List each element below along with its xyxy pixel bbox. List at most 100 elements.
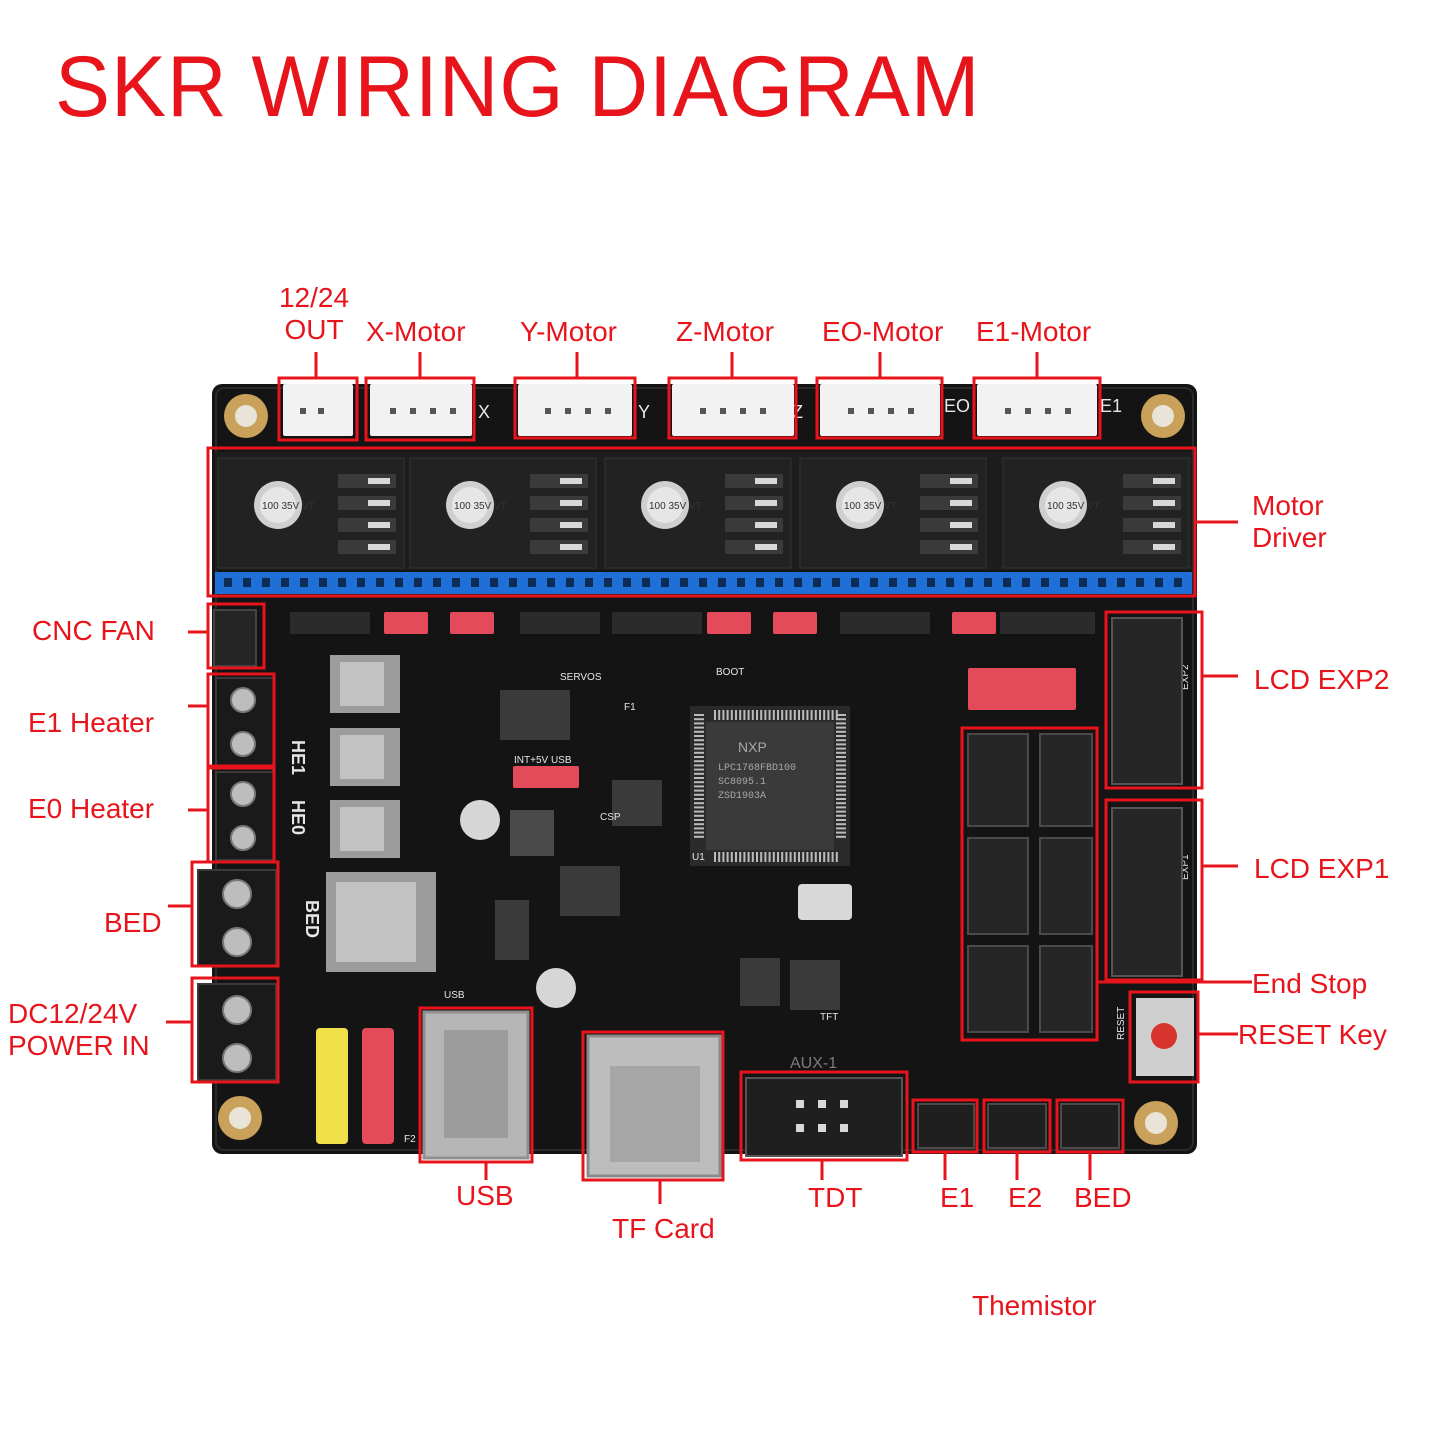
silk-aux: AUX-1 <box>790 1055 837 1072</box>
label-therm-e2: E2 <box>1008 1182 1043 1213</box>
jumper <box>513 766 579 788</box>
label-tdt: TDT <box>808 1182 863 1213</box>
stepper-driver-module: 100 35V VT <box>1002 457 1190 569</box>
silk-he0: HE0 <box>288 800 308 835</box>
silk-f1: F1 <box>624 702 636 713</box>
label-out-12-24-line1: 12/24 <box>278 282 350 313</box>
label-e0-heater: E0 Heater <box>28 793 155 824</box>
label-tf-card: TF Card <box>612 1213 715 1244</box>
label-e1-motor: E1-Motor <box>976 316 1092 347</box>
silk-bed: BED <box>302 900 322 938</box>
fuse-yellow <box>316 1028 348 1144</box>
label-usb: USB <box>456 1180 514 1211</box>
y-motor-connector <box>518 384 632 436</box>
fuse-red <box>362 1028 394 1144</box>
motor-driver-modules: 100 35V VT 100 35V VT 100 35V VT 100 35V VT… <box>215 452 1192 594</box>
label-z-motor: Z-Motor <box>676 316 774 347</box>
mounting-hole-icon <box>1134 1101 1178 1145</box>
silk-boot: BOOT <box>716 667 744 678</box>
label-power-in: DC12/24V POWER IN <box>8 998 150 1062</box>
cnc-fan-connector <box>213 609 257 667</box>
stepper-driver-module: 100 35V VT <box>604 457 792 569</box>
label-power-in-line1: DC12/24V <box>8 998 138 1029</box>
silk-he1: HE1 <box>288 740 308 775</box>
stepper-driver-module: 100 35V VT <box>409 457 597 569</box>
x-motor-connector <box>370 384 472 436</box>
diagram-title: SKR WIRING DIAGRAM <box>55 39 981 135</box>
highlight-cnc-fan <box>206 602 266 670</box>
silk-int-usb: INT+5V USB <box>514 755 572 766</box>
screw-terminals <box>197 677 277 1081</box>
thermistor-bed-connector <box>1060 1103 1120 1149</box>
label-y-motor: Y-Motor <box>520 316 618 347</box>
z-motor-connector <box>672 384 794 436</box>
highlight-bed <box>190 860 280 968</box>
jumper <box>952 612 996 634</box>
mcu-line3: ZSD1903A <box>718 791 766 802</box>
label-power-in-line2: POWER IN <box>8 1030 150 1062</box>
silk-y: Y <box>638 402 650 422</box>
silk-exp1: EXP1 <box>1180 854 1191 880</box>
thermistor-e2-connector <box>987 1103 1047 1149</box>
label-cnc-fan: CNC FAN <box>32 615 155 646</box>
label-motor-driver-line1: Motor <box>1252 490 1324 521</box>
highlight-usb <box>418 1006 534 1164</box>
jumper <box>450 612 494 634</box>
label-lcd-exp1: LCD EXP1 <box>1254 853 1390 884</box>
capacitor-label: 100 35V VT <box>844 501 897 512</box>
highlight-tf-card <box>581 1030 725 1182</box>
silk-exp2: EXP2 <box>1180 664 1191 690</box>
mounting-hole-icon <box>218 1096 262 1140</box>
silk-f2: F2 <box>404 1134 416 1145</box>
capacitor-label: 100 35V VT <box>1047 501 1100 512</box>
reset-button-icon <box>1136 998 1194 1076</box>
label-therm-bed: BED <box>1074 1182 1132 1213</box>
silk-x: X <box>478 402 490 422</box>
mounting-hole-icon <box>224 394 268 438</box>
silk-e0: EO <box>944 396 970 416</box>
jumper <box>707 612 751 634</box>
label-motor-driver-line2: Driver <box>1252 522 1327 554</box>
silk-servos: SERVOS <box>560 672 602 683</box>
label-reset-key: RESET Key <box>1238 1019 1387 1050</box>
label-e0-motor: EO-Motor <box>822 316 944 347</box>
jumper <box>968 668 1076 710</box>
label-therm-e1: E1 <box>940 1182 975 1213</box>
silk-u1: U1 <box>692 852 705 863</box>
label-lcd-exp2: LCD EXP2 <box>1254 664 1390 695</box>
stepper-driver-module: 100 35V VT <box>799 457 987 569</box>
tdt-connector <box>745 1077 903 1157</box>
jumper <box>773 612 817 634</box>
capacitor-label: 100 35V VT <box>454 501 507 512</box>
stepper-driver-module: 100 35V VT <box>217 457 405 569</box>
highlight-end-stop <box>960 726 1099 1042</box>
capacitor-icon <box>460 800 500 840</box>
highlight-out-12-24 <box>277 376 359 442</box>
inductor <box>510 810 554 856</box>
e0-motor-connector <box>820 384 940 436</box>
highlight-y-motor <box>513 376 637 440</box>
label-e1-heater: E1 Heater <box>28 707 155 738</box>
label-out-12-24-line2: OUT <box>284 314 344 346</box>
crystal <box>798 884 852 920</box>
mcu-line2: SC8095.1 <box>718 777 766 788</box>
capacitor-icon <box>536 968 576 1008</box>
highlight-lcd-exp2 <box>1104 610 1204 790</box>
silk-e1: E1 <box>1100 396 1122 416</box>
jumper <box>384 612 428 634</box>
label-bed: BED <box>104 907 162 938</box>
mounting-hole-icon <box>1141 394 1185 438</box>
silk-tft: TFT <box>820 1012 838 1023</box>
lcd-exp-connectors <box>1111 617 1183 977</box>
highlight-reset-key <box>1128 990 1200 1084</box>
highlight-lcd-exp1 <box>1104 798 1204 982</box>
e1-motor-connector <box>977 384 1097 436</box>
mcu-chip: NXP LPC1768FBD100 SC8095.1 ZSD1903A <box>690 706 850 866</box>
label-x-motor: X-Motor <box>366 316 466 347</box>
mcu-brand: NXP <box>738 739 767 755</box>
capacitor-label: 100 35V VT <box>649 501 702 512</box>
silk-csp: CSP <box>600 812 621 823</box>
silk-reset: RESET <box>1116 1007 1127 1040</box>
label-end-stop: End Stop <box>1252 968 1368 999</box>
